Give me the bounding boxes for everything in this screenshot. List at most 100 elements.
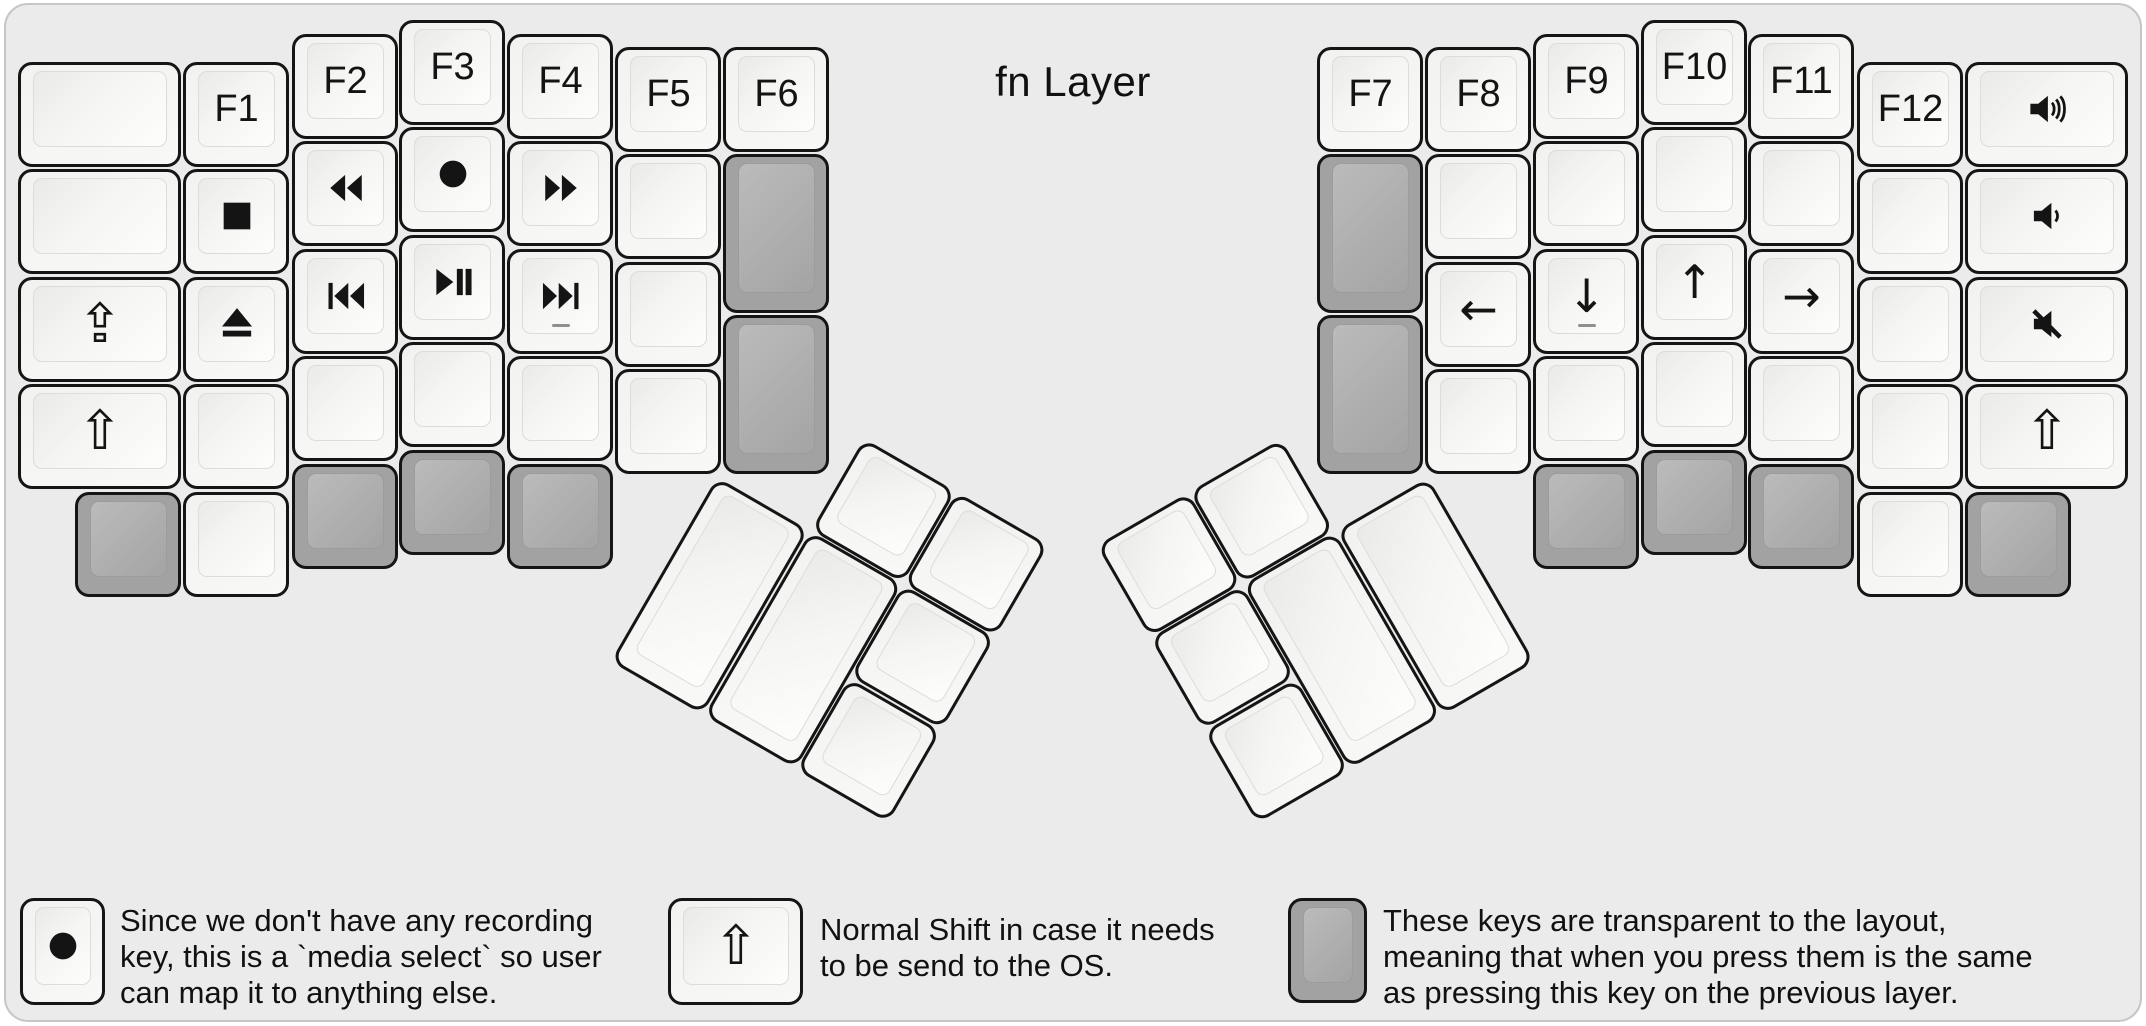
key-mute[interactable] — [1965, 277, 2128, 382]
key-blank-r4-r4[interactable] — [1748, 356, 1854, 461]
key-transparent-bottom-r4[interactable] — [1748, 464, 1854, 569]
key-transparent-r0-r3[interactable] — [1317, 315, 1423, 474]
key-record[interactable] — [399, 127, 505, 232]
key-fast-forward-cap — [522, 150, 599, 226]
legend-key-media-select-cap — [35, 907, 91, 985]
key-f6-cap: F6 — [738, 56, 815, 132]
key-blank-l3-r4-cap — [414, 351, 491, 427]
key-transparent-bottom-l0[interactable] — [75, 492, 181, 597]
key-transparent-bottom-r6[interactable] — [1965, 492, 2071, 597]
key-blank-l5-r4[interactable] — [615, 369, 721, 474]
key-arrow-right[interactable]: → — [1748, 249, 1854, 354]
legend-text-line: Normal Shift in case it needs — [820, 912, 1215, 947]
key-rewind[interactable] — [292, 141, 398, 246]
eject-icon — [217, 304, 257, 344]
key-blank-r1-r4-cap — [1440, 378, 1517, 454]
key-f12[interactable]: F12 — [1857, 62, 1963, 167]
key-blank-r2-r2[interactable] — [1533, 141, 1639, 246]
key-label: F11 — [1770, 59, 1833, 102]
key-transparent-bottom-l4-cap — [522, 473, 599, 549]
key-stop-cap — [198, 178, 275, 254]
key-label: F5 — [646, 72, 691, 115]
key-blank-l5-r2[interactable] — [615, 154, 721, 259]
key-f10-cap: F10 — [1656, 29, 1733, 105]
key-f1[interactable]: F1 — [183, 62, 289, 167]
key-blank-l3-r4[interactable] — [399, 342, 505, 447]
key-arrow-down[interactable]: ↓ — [1533, 249, 1639, 354]
key-f8[interactable]: F8 — [1425, 47, 1531, 152]
key-blank-r2-r4[interactable] — [1533, 356, 1639, 461]
key-transparent-bottom-l4[interactable] — [507, 464, 613, 569]
key-fast-forward[interactable] — [507, 141, 613, 246]
key-blank-r5-r3[interactable] — [1857, 277, 1963, 382]
key-blank-l2-r4[interactable] — [292, 356, 398, 461]
key-transparent-bottom-r3[interactable] — [1641, 450, 1747, 555]
key-volume-down[interactable] — [1965, 169, 2128, 274]
key-blank-r5-r4[interactable] — [1857, 384, 1963, 489]
key-next-track[interactable] — [507, 249, 613, 354]
key-transparent-bottom-r6-cap — [1980, 501, 2057, 577]
key-blank-r4-r2[interactable] — [1748, 141, 1854, 246]
key-transparent-bottom-l2[interactable] — [292, 464, 398, 569]
legend-text-3: These keys are transparent to the layout… — [1383, 903, 2033, 1011]
key-blank-l5-r3-cap — [630, 271, 707, 347]
key-f11[interactable]: F11 — [1748, 34, 1854, 139]
key-volume-up-cap — [1980, 71, 2114, 147]
key-blank-r4-r2-cap — [1763, 150, 1840, 226]
key-f10[interactable]: F10 — [1641, 20, 1747, 125]
fast-forward-icon — [540, 167, 582, 209]
key-transparent-r0-r2-cap — [1332, 163, 1409, 293]
key-f7[interactable]: F7 — [1317, 47, 1423, 152]
key-caps-lock[interactable]: ⇪ — [18, 277, 181, 382]
key-blank-r5-r2[interactable] — [1857, 169, 1963, 274]
key-blank-l0-r1[interactable] — [18, 62, 181, 167]
key-blank-l0-r2[interactable] — [18, 169, 181, 274]
key-f2-cap: F2 — [307, 43, 384, 119]
key-f3[interactable]: F3 — [399, 20, 505, 125]
key-transparent-r0-r2[interactable] — [1317, 154, 1423, 313]
key-transparent-l6-r2-cap — [738, 163, 815, 293]
key-blank-l5-r3[interactable] — [615, 262, 721, 367]
key-blank-r1-r2[interactable] — [1425, 154, 1531, 259]
key-blank-bottom-l1[interactable] — [183, 492, 289, 597]
key-blank-l4-r4[interactable] — [507, 356, 613, 461]
key-f9[interactable]: F9 — [1533, 34, 1639, 139]
legend-key-media-select[interactable] — [20, 898, 105, 1005]
key-f5[interactable]: F5 — [615, 47, 721, 152]
key-shift-left[interactable]: ⇧ — [18, 384, 181, 489]
legend-key-shift[interactable]: ⇧ — [668, 898, 803, 1005]
key-volume-down-cap — [1980, 178, 2114, 254]
key-blank-r1-r4[interactable] — [1425, 369, 1531, 474]
key-shift-right[interactable]: ⇧ — [1965, 384, 2128, 489]
key-volume-up[interactable] — [1965, 62, 2128, 167]
key-arrow-left-cap: ← — [1440, 271, 1517, 347]
key-blank-r3-r4[interactable] — [1641, 342, 1747, 447]
key-blank-r3-r2[interactable] — [1641, 127, 1747, 232]
key-blank-l5-r2-cap — [630, 163, 707, 239]
key-rewind-cap — [307, 150, 384, 226]
key-transparent-bottom-r3-cap — [1656, 459, 1733, 535]
key-blank-l1-r4[interactable] — [183, 384, 289, 489]
key-label: F12 — [1877, 87, 1944, 130]
key-stop[interactable] — [183, 169, 289, 274]
key-f2[interactable]: F2 — [292, 34, 398, 139]
key-arrow-up[interactable]: ↑ — [1641, 235, 1747, 340]
key-thumb-left-top-2-cap — [926, 506, 1033, 612]
shift-icon: ⇧ — [713, 914, 759, 977]
key-play-pause[interactable] — [399, 235, 505, 340]
key-f6[interactable]: F6 — [723, 47, 829, 152]
key-transparent-l6-r3[interactable] — [723, 315, 829, 474]
key-transparent-bottom-r2[interactable] — [1533, 464, 1639, 569]
key-blank-l4-r4-cap — [522, 365, 599, 441]
key-arrow-left[interactable]: ← — [1425, 262, 1531, 367]
key-f4[interactable]: F4 — [507, 34, 613, 139]
key-eject[interactable] — [183, 277, 289, 382]
legend-key-transparent[interactable] — [1288, 898, 1367, 1003]
key-transparent-bottom-l3[interactable] — [399, 450, 505, 555]
key-previous-track[interactable] — [292, 249, 398, 354]
key-transparent-l6-r2[interactable] — [723, 154, 829, 313]
key-blank-bottom-r5[interactable] — [1857, 492, 1963, 597]
layer-title: fn Layer — [995, 58, 1151, 105]
